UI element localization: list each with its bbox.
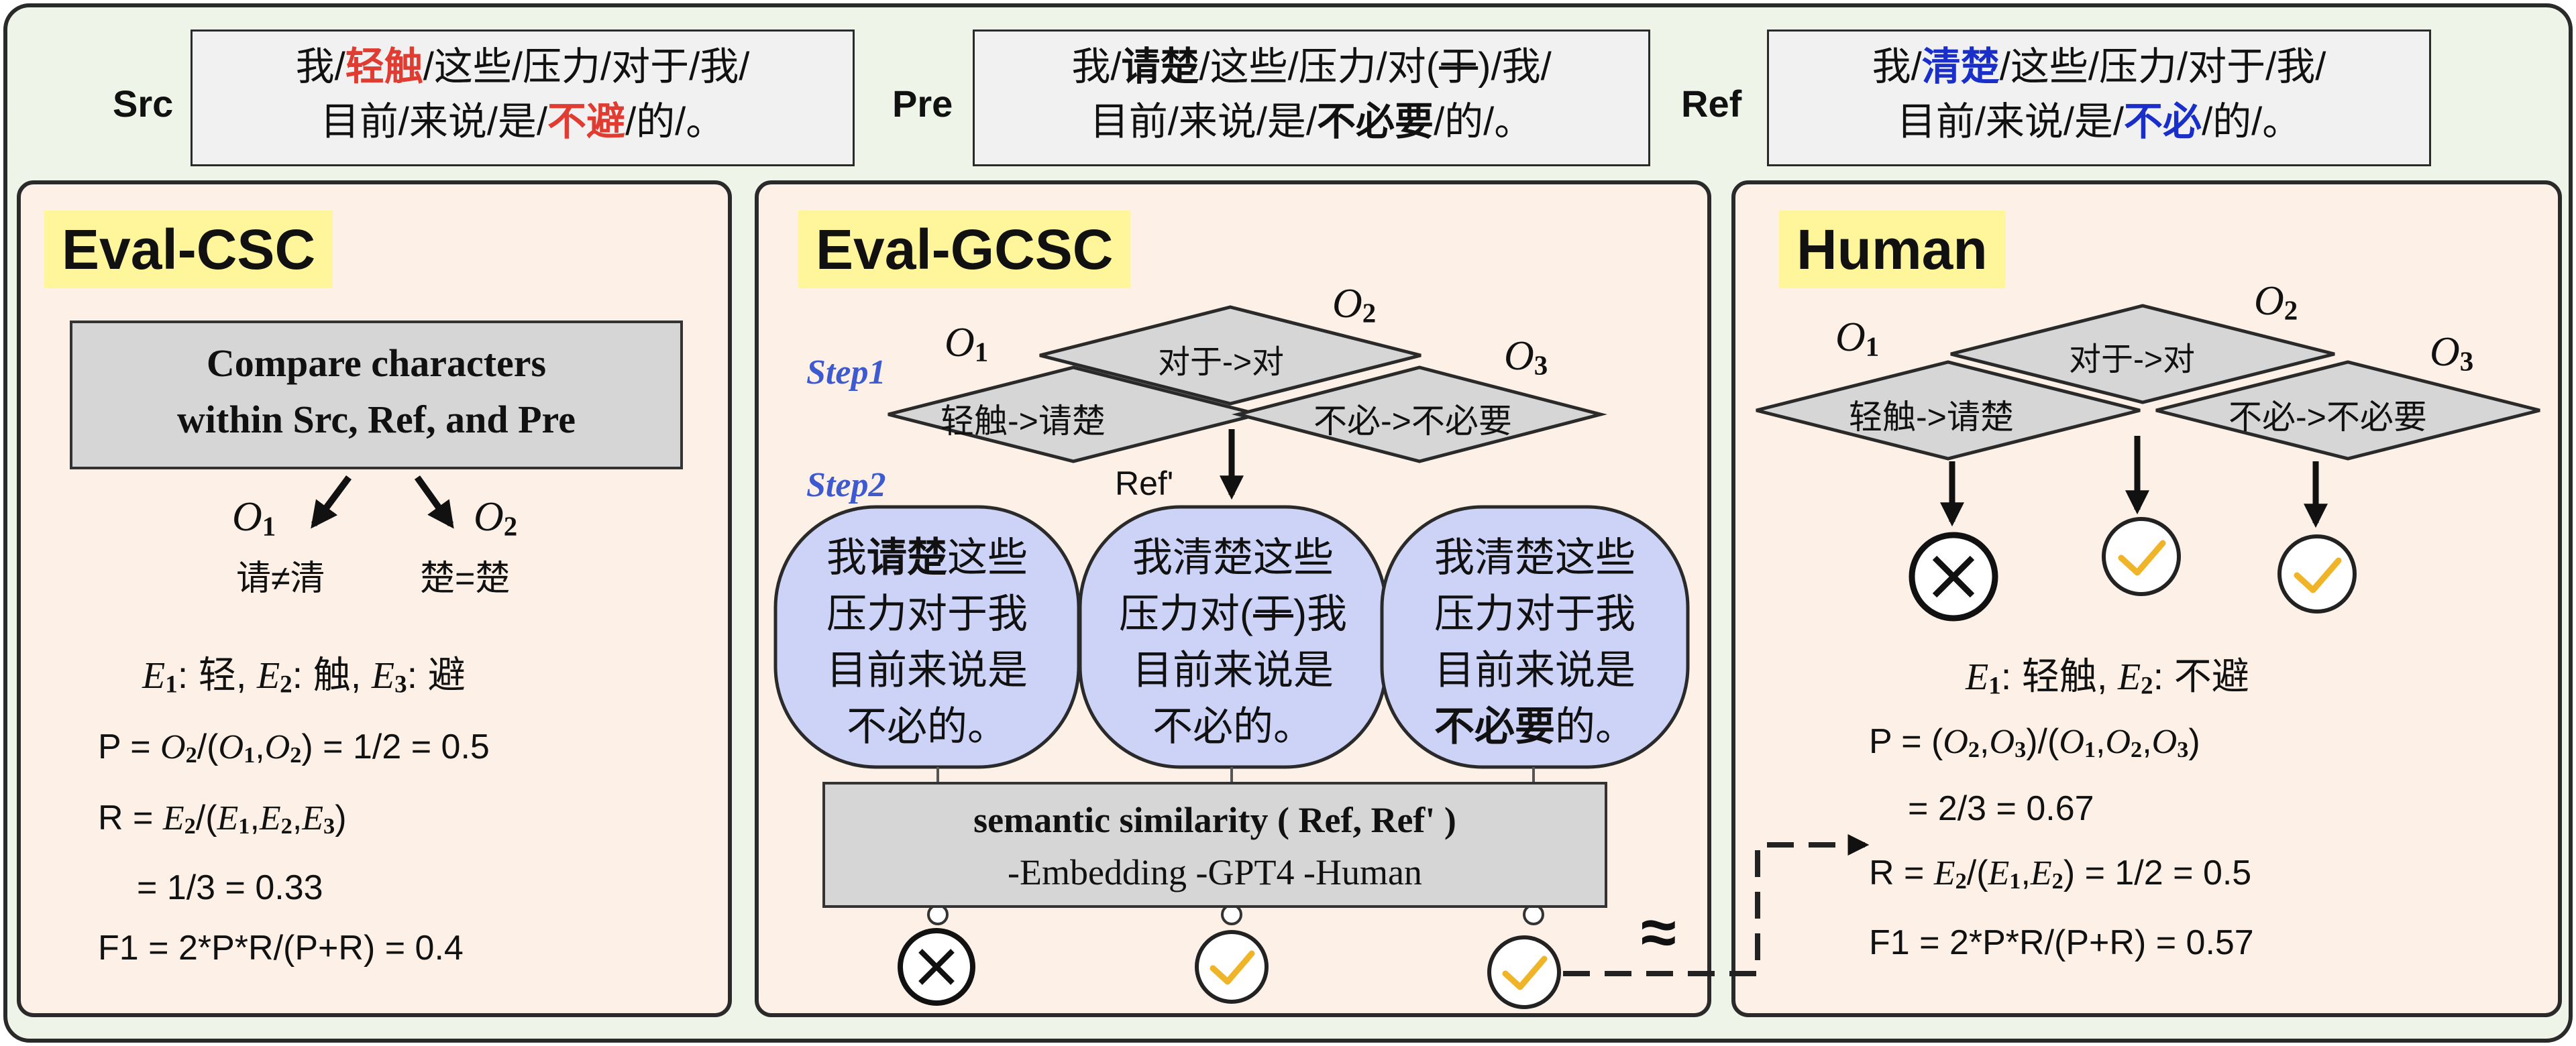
bubble-3-text: 我清楚这些 压力对于我 目前来说是 不必要的。 — [1434, 535, 1635, 749]
gcsc-diamond-mid-label: 对于->对 — [1158, 345, 1285, 380]
check-circle-icon — [1195, 930, 1269, 1004]
eval-gcsc-title: Eval-GCSC — [798, 211, 1131, 288]
csc-o1-label: O1 — [232, 494, 276, 542]
human-diamond-mid — [1950, 304, 2335, 404]
human-o1: O1 — [1835, 314, 1880, 362]
csc-o1-text: 请≠清 — [236, 559, 325, 598]
src-sentence-line2: 目前/来说/是/不避/的/。 — [320, 100, 725, 143]
compare-box: Compare characters within Src, Ref, and … — [70, 321, 683, 469]
check-circle-icon — [2277, 534, 2357, 614]
check-circle-icon — [1487, 935, 1561, 1009]
step1-label: Step1 — [806, 353, 886, 392]
ref-sentence-line1: 我/清楚/这些/压力/对于/我/ — [1872, 45, 2326, 89]
human-diamond-mid-label: 对于->对 — [2069, 342, 2196, 377]
human-o2: O2 — [2254, 278, 2298, 326]
human-precision: P = (O2,O3)/(O1,O2,O3) — [1869, 722, 2200, 763]
gcsc-o3: O3 — [1504, 333, 1548, 381]
csc-error-list: E1: 轻, E2: 触, E3: 避 — [142, 654, 466, 698]
human-title: Human — [1779, 211, 2005, 288]
human-diamond-left — [1756, 360, 2141, 461]
human-diamond-right — [2155, 360, 2540, 461]
step2-label: Step2 — [806, 466, 886, 504]
x-circle-icon — [898, 928, 975, 1006]
csc-recall-value: = 1/3 = 0.33 — [137, 868, 323, 907]
csc-precision: P = O2/(O1,O2) = 1/2 = 0.5 — [98, 728, 490, 768]
bubble-2-text: 我清楚这些 压力对(于)我 目前来说是 不必的。 — [1119, 535, 1347, 749]
panel-eval-csc — [17, 180, 732, 1017]
pre-sentence: 我/请楚/这些/压力/对(于)/我/ 目前/来说/是/不必要/的/。 — [973, 30, 1650, 166]
csc-recall: R = E2/(E1,E2,E3) — [98, 799, 347, 839]
gcsc-o2: O2 — [1332, 281, 1377, 329]
ref-sentence-line2: 目前/来说/是/不必/的/。 — [1896, 100, 2302, 143]
human-error-list: E1: 轻触, E2: 不避 — [1966, 655, 2249, 699]
csc-o2-text: 楚=楚 — [420, 559, 511, 598]
src-sentence: 我/轻触/这些/压力/对于/我/ 目前/来说/是/不避/的/。 — [191, 30, 855, 166]
semantic-line1: semantic similarity ( Ref, Ref' ) — [973, 800, 1456, 840]
gcsc-diamond-mid — [1039, 305, 1421, 406]
semantic-similarity-box: semantic similarity ( Ref, Ref' ) -Embed… — [822, 782, 1607, 908]
pre-label: Pre — [892, 82, 953, 125]
eval-csc-title: Eval-CSC — [44, 211, 333, 288]
dashed-arrow-to-human — [1563, 834, 1870, 976]
human-precision-value: = 2/3 = 0.67 — [1908, 789, 2094, 828]
check-circle-icon — [2102, 517, 2181, 596]
human-recall: R = E2/(E1,E2) = 1/2 = 0.5 — [1869, 854, 2252, 894]
src-label: Src — [113, 82, 174, 125]
compare-line1: Compare characters — [206, 341, 547, 385]
x-circle-icon — [1909, 532, 1998, 622]
arrow-o2 — [414, 475, 454, 529]
pre-sentence-line1: 我/请楚/这些/压力/对(于)/我/ — [1071, 45, 1552, 89]
human-diamond-right-label: 不必->不必要 — [2229, 398, 2427, 436]
bubble-1-text: 我请楚这些 压力对于我 目前来说是 不必的。 — [826, 535, 1028, 749]
human-diamond-left-label: 轻触->请楚 — [1849, 398, 2014, 436]
human-o3: O3 — [2430, 329, 2474, 377]
csc-f1: F1 = 2*P*R/(P+R) = 0.4 — [98, 929, 464, 968]
pre-sentence-line2: 目前/来说/是/不必要/的/。 — [1089, 100, 1534, 143]
src-sentence-line1: 我/轻触/这些/压力/对于/我/ — [295, 45, 750, 89]
csc-o2-label: O2 — [474, 494, 518, 542]
ref-sentence: 我/清楚/这些/压力/对于/我/ 目前/来说/是/不必/的/。 — [1767, 30, 2431, 166]
gcsc-diamond-right-label: 不必->不必要 — [1313, 402, 1512, 440]
compare-line2: within Src, Ref, and Pre — [177, 398, 576, 441]
gcsc-diamond-right — [1232, 365, 1607, 463]
semantic-line2: -Embedding -GPT4 -Human — [1008, 852, 1422, 892]
gcsc-o1: O1 — [945, 320, 989, 367]
approx-symbol: ≈ — [1641, 896, 1676, 968]
gcsc-diamond-left-label: 轻触->请楚 — [941, 402, 1106, 440]
human-f1: F1 = 2*P*R/(P+R) = 0.57 — [1869, 923, 2254, 962]
arrow-o1 — [311, 475, 352, 529]
ref-prime-label: Ref' — [1115, 465, 1174, 502]
ref-label: Ref — [1681, 82, 1742, 125]
